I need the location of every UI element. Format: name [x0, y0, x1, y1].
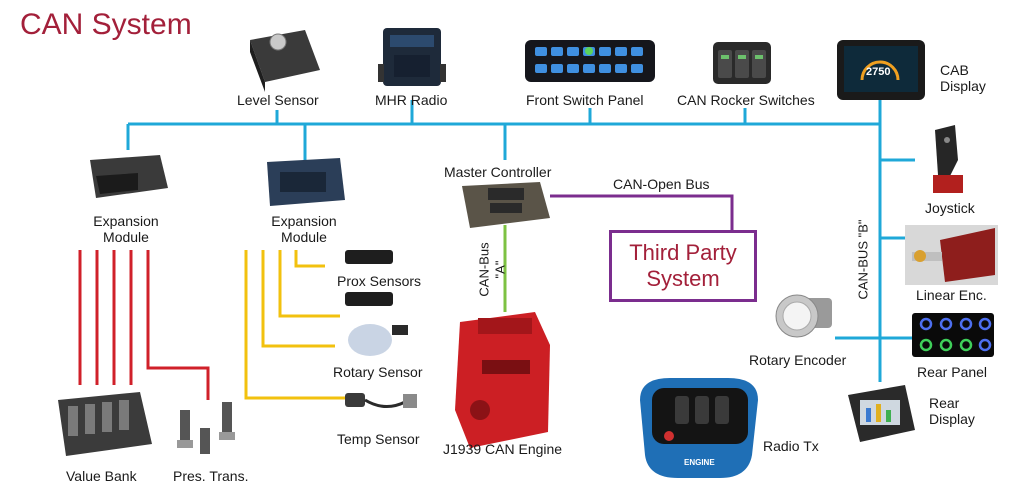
- expansion-module-mid-label-line2: Module: [281, 229, 327, 245]
- level-sensor-label: Level Sensor: [237, 92, 319, 108]
- engine-icon: [455, 312, 550, 448]
- can-bus-lines: [126, 100, 915, 382]
- radio-module-icon: [378, 28, 446, 86]
- master-controller-label: Master Controller: [444, 164, 552, 180]
- rear-display-label-line1: Rear: [929, 395, 960, 411]
- radio-tx-label: Radio Tx: [763, 438, 819, 454]
- red-lines: [78, 250, 210, 400]
- display-screen-icon-rear: [848, 385, 915, 442]
- expansion-module-left-label-line2: Module: [103, 229, 149, 245]
- pressure-transducer-icon: [177, 402, 235, 454]
- cab-display-label-line2: Display: [940, 78, 986, 94]
- front-switch-panel-label: Front Switch Panel: [526, 92, 644, 108]
- hydraulic-valve-bank-icon: [58, 392, 152, 456]
- joystick-icon: [933, 125, 963, 193]
- controller-module-icon-left: [90, 155, 168, 198]
- mhr-radio-label: MHR Radio: [375, 92, 448, 108]
- pres-trans-label: Pres. Trans.: [173, 468, 249, 484]
- j1939-engine-label: J1939 CAN Engine: [443, 441, 563, 457]
- proximity-sensor-icon: [345, 250, 393, 306]
- third-party-system-box: Third Party System: [609, 230, 757, 302]
- joystick-label: Joystick: [925, 200, 975, 216]
- linear-encoder-icon: [905, 225, 998, 285]
- controller-module-icon-master: [462, 182, 550, 228]
- cab-display-label-line1: CAB: [940, 62, 969, 78]
- display-screen-icon: [837, 40, 925, 100]
- rotary-sensor-label: Rotary Sensor: [333, 364, 423, 380]
- third-party-label-line1: Third Party: [629, 240, 737, 265]
- can-open-bus-label: CAN-Open Bus: [613, 176, 710, 192]
- switch-panel-icon: [525, 40, 655, 82]
- can-bus-a-label-line1: CAN-Bus: [476, 242, 492, 297]
- rotary-sensor-icon: [348, 324, 408, 356]
- can-bus-b-label: CAN-BUS "B": [855, 219, 871, 300]
- can-rocker-switches-label: CAN Rocker Switches: [677, 92, 815, 108]
- yellow-lines: [244, 250, 345, 400]
- temp-sensor-label: Temp Sensor: [337, 431, 420, 447]
- cab-display-value: 2750: [866, 66, 891, 78]
- push-button-encoder-icon: [775, 294, 832, 338]
- linear-enc-label: Linear Enc.: [916, 287, 987, 303]
- can-bus-a-label-line2: "A": [492, 260, 508, 279]
- expansion-module-mid-label-line1: Expansion: [271, 213, 337, 229]
- rear-display-label-line2: Display: [929, 411, 975, 427]
- value-bank-label: Value Bank: [66, 468, 137, 484]
- diagram-title: CAN System: [20, 8, 192, 41]
- radio-tx-brand: ENGINE: [684, 458, 715, 467]
- rotary-encoder-label: Rotary Encoder: [749, 352, 847, 368]
- rear-panel-label: Rear Panel: [917, 364, 988, 380]
- temperature-sensor-icon: [345, 393, 417, 408]
- switch-panel-icon-rear: [912, 313, 994, 357]
- expansion-module-left-label-line1: Expansion: [93, 213, 159, 229]
- rocker-switches-icon: [713, 42, 771, 84]
- controller-module-icon-mid: [267, 158, 345, 206]
- remote-transmitter-icon: [640, 378, 758, 478]
- level-sensor-icon: [250, 30, 320, 92]
- third-party-label-line2: System: [646, 266, 720, 291]
- prox-sensors-label: Prox Sensors: [337, 273, 422, 289]
- can-open-bus-line: [550, 194, 734, 230]
